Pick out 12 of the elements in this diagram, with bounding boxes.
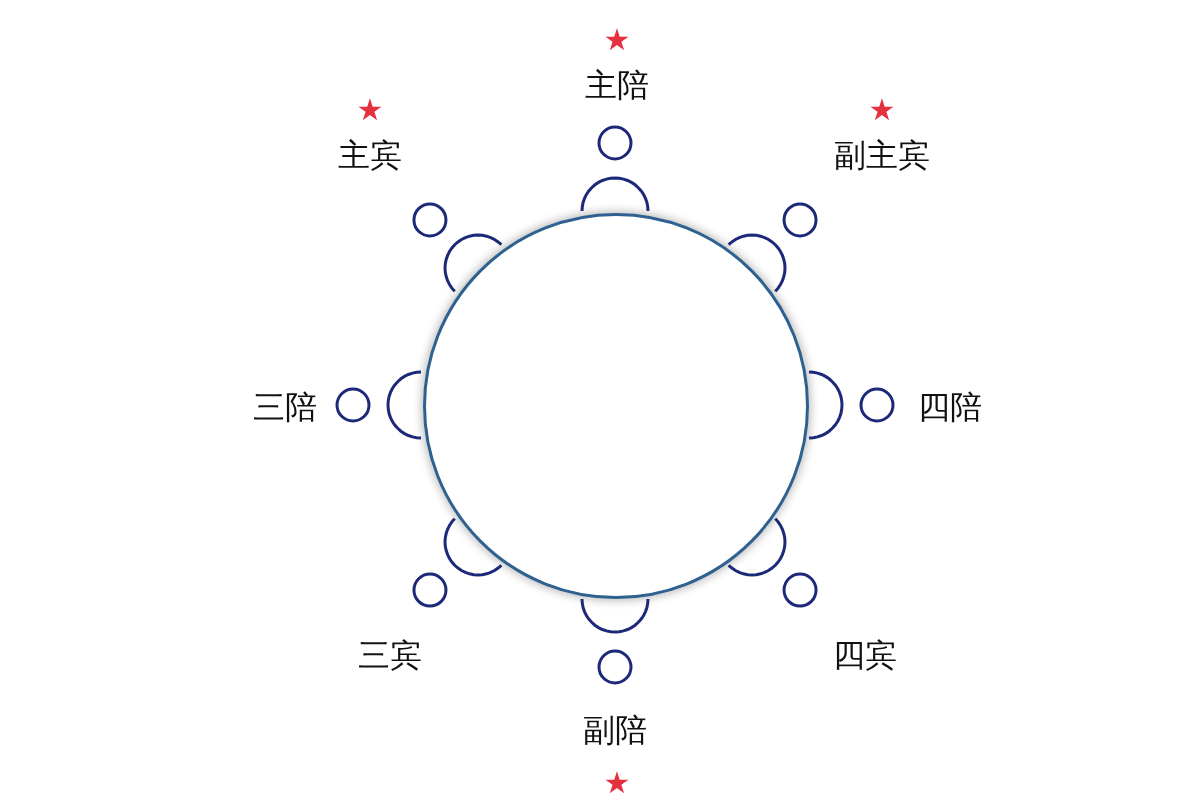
seat-label: 主陪	[585, 69, 649, 101]
seat-label: 主宾	[338, 139, 402, 171]
seat-label: 四陪	[918, 391, 982, 423]
seat-label: 副陪	[583, 714, 647, 746]
seat-label: 三宾	[358, 639, 422, 671]
star-mark: ★	[868, 95, 896, 125]
seat-label: 三陪	[253, 391, 317, 423]
seat-label: 四宾	[833, 639, 897, 671]
star-mark: ★	[603, 25, 631, 55]
star-mark: ★	[356, 95, 384, 125]
seat-label: 副主宾	[834, 139, 930, 171]
star-mark: ★	[603, 768, 631, 798]
